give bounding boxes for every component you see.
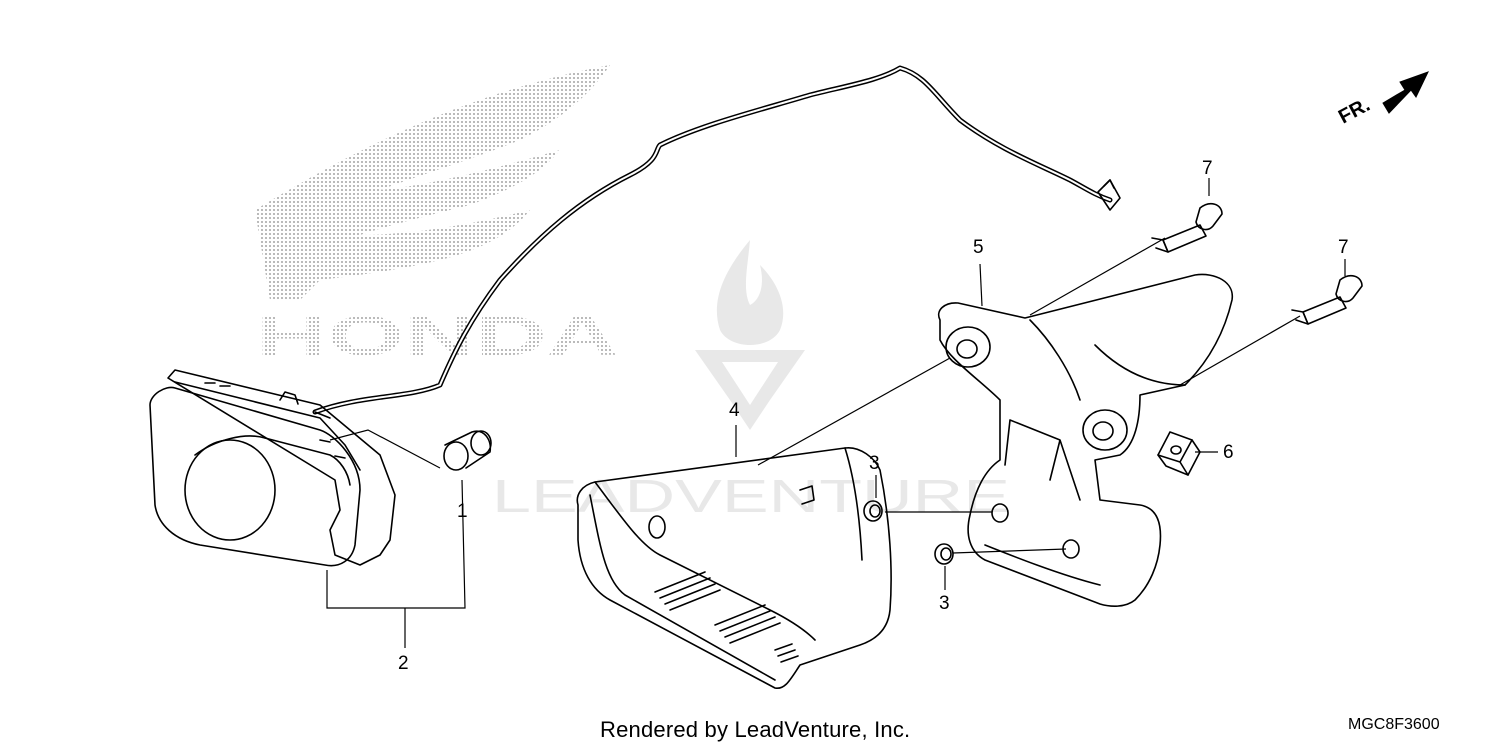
- rubber-grommet[interactable]: [443, 430, 492, 471]
- honda-logo-text: HONDA: [256, 304, 618, 367]
- tail-light-cover[interactable]: [576, 447, 892, 689]
- callout-1: 1: [457, 501, 468, 522]
- callout-7-lower: 7: [1338, 237, 1349, 258]
- collar-upper[interactable]: [863, 500, 883, 522]
- collar-lower[interactable]: [934, 543, 954, 565]
- honda-wing-logo: HONDA: [255, 65, 618, 367]
- clip-nut[interactable]: [1157, 431, 1201, 476]
- callout-labels: 1 2 3 3 4 5 6 7 7: [398, 158, 1349, 674]
- front-label: FR.: [1335, 94, 1374, 129]
- callout-3-upper: 3: [869, 453, 880, 474]
- bolt-upper[interactable]: [1151, 202, 1223, 253]
- wire-harness: [312, 65, 1121, 415]
- callout-3-lower: 3: [939, 593, 950, 614]
- watermark-text: LEADVENTURE: [492, 470, 1010, 522]
- leader-lines: [326, 178, 1346, 648]
- flame-icon: [716, 240, 784, 345]
- tail-light-assembly[interactable]: [149, 369, 396, 567]
- callout-2: 2: [398, 653, 409, 674]
- callout-6: 6: [1223, 442, 1234, 463]
- v-mark-icon: [695, 350, 805, 430]
- diagram-code: MGC8F3600: [1348, 716, 1440, 733]
- front-arrow-icon: [1382, 71, 1429, 114]
- front-direction-marker: FR.: [1335, 71, 1429, 129]
- credit-text: Rendered by LeadVenture, Inc.: [600, 717, 911, 742]
- callout-5: 5: [973, 237, 984, 258]
- leadventure-watermark: LEADVENTURE: [492, 240, 1010, 522]
- tail-light-bracket[interactable]: [938, 273, 1233, 607]
- callout-4: 4: [729, 400, 740, 421]
- bolt-lower[interactable]: [1291, 274, 1363, 325]
- callout-7-upper: 7: [1202, 158, 1213, 179]
